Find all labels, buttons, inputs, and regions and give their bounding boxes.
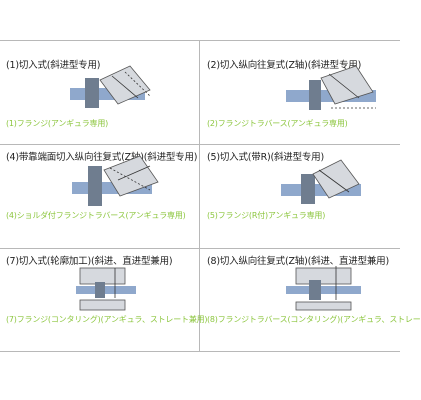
method-cell-2: (2)切入纵向往复式(Z轴)(斜进型专用) (2)フランジトラバース(アンギュラ… [201, 54, 399, 130]
grinding-methods-table [0, 40, 400, 352]
method-caption: (4)ショルダ付フランジトラバース(アンギュラ専用) [6, 211, 186, 220]
method-caption: (7)フランジ(コンタリング)(アンギュラ、ストレート兼用) [6, 315, 208, 324]
row-divider [0, 40, 400, 41]
method-cell-7: (7)切入式(轮廓加工)(斜进、直进型兼用) (7)フランジ(コンタリング)(ア… [0, 250, 208, 326]
method-cell-1: (1)切入式(斜进型专用) (1)フランジ(アンギュラ専用) [0, 54, 198, 130]
method-title: (7)切入式(轮廓加工)(斜进、直进型兼用) [6, 256, 173, 267]
method-cell-8: (8)切入纵向往复式(Z轴)(斜进、直进型兼用) (8)フランジトラバース(コン… [201, 250, 421, 326]
method-caption: (5)フランジ(R付)アンギュラ専用) [207, 211, 326, 220]
plunge-grinding-diagram [70, 65, 151, 108]
column-divider [199, 40, 200, 352]
method-cell-5: (5)切入式(带R)(斜进型专用) (5)フランジ(R付)アンギュラ専用) [201, 146, 399, 222]
contour-traverse-diagram [286, 266, 361, 311]
row-divider [0, 144, 400, 145]
method-caption: (1)フランジ(アンギュラ専用) [6, 119, 109, 128]
plunge-traverse-diagram [286, 65, 376, 110]
contour-plunge-diagram [76, 267, 136, 311]
row-divider [0, 351, 400, 352]
plunge-with-radius-diagram [281, 159, 361, 204]
method-title: (1)切入式(斜进型专用) [6, 60, 101, 71]
method-title: (8)切入纵向往复式(Z轴)(斜进、直进型兼用) [207, 256, 389, 267]
method-title: (4)带靠端面切入纵向往复式(Z轴)(斜进型专用) [6, 152, 198, 163]
method-title: (5)切入式(带R)(斜进型专用) [207, 152, 324, 163]
row-divider [0, 248, 400, 249]
shoulder-traverse-diagram [72, 155, 159, 206]
method-title: (2)切入纵向往复式(Z轴)(斜进型专用) [207, 60, 362, 71]
method-caption: (8)フランジトラバース(コンタリング)(アンギュラ、ストレー [207, 315, 421, 324]
method-cell-4: (4)带靠端面切入纵向往复式(Z轴)(斜进型专用) (4)ショルダ付フランジトラ… [0, 146, 198, 222]
method-caption: (2)フランジトラバース(アンギュラ専用) [207, 119, 348, 128]
